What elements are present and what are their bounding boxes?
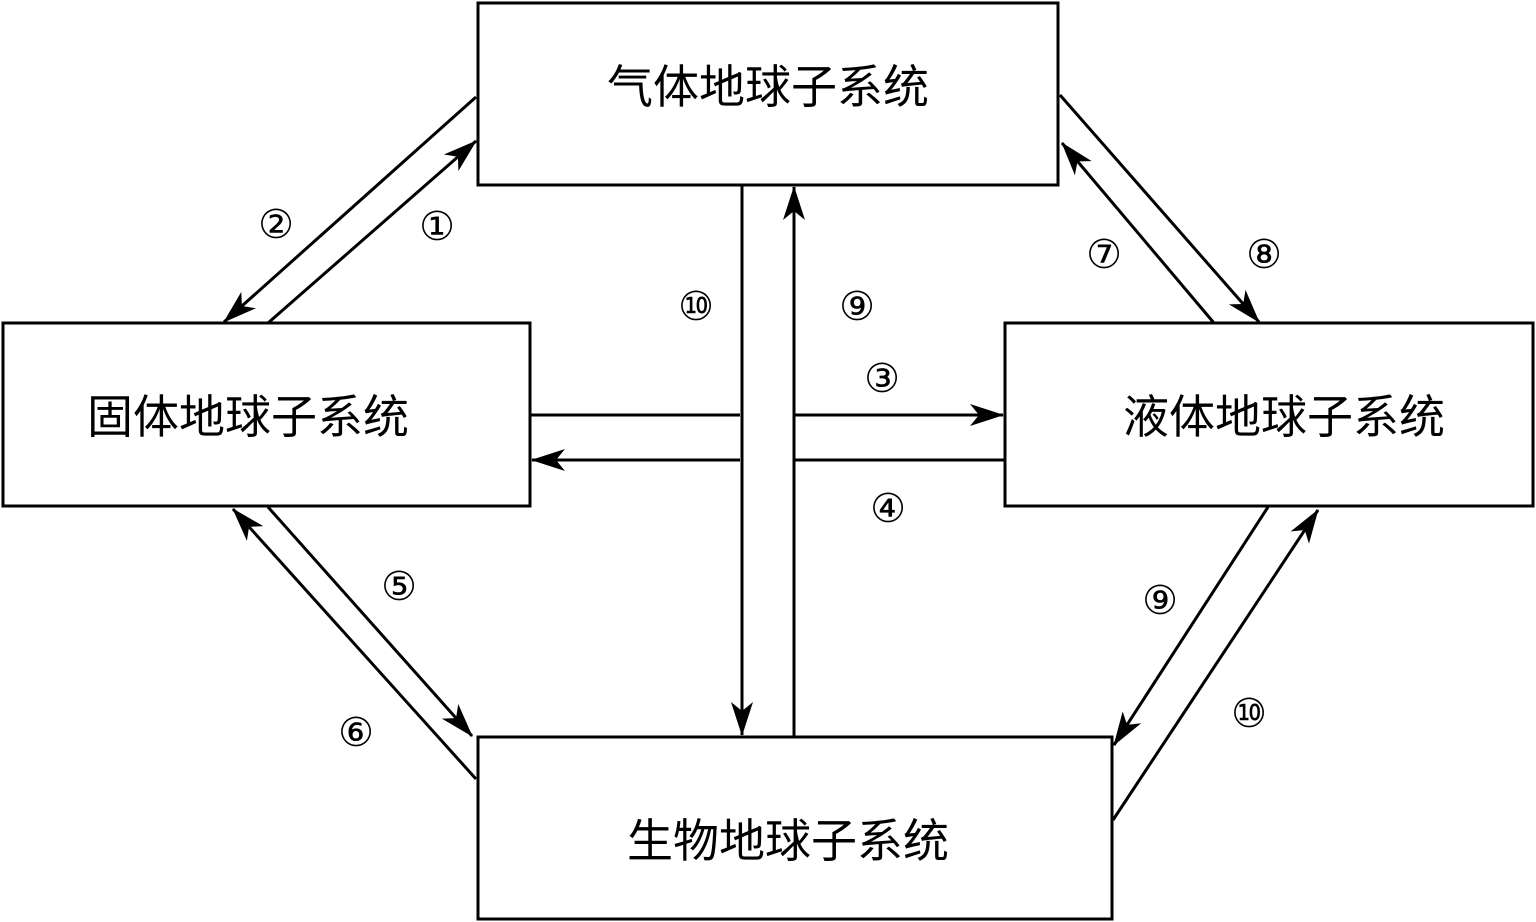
label-10-vertical: ⑩: [678, 284, 714, 330]
node-gas: 气体地球子系统: [476, 1, 1060, 187]
arrow-6-bio-to-solid: [231, 507, 478, 781]
label-3: ③: [864, 356, 900, 402]
label-6: ⑥: [338, 710, 374, 756]
gas-subsystem-label: 气体地球子系统: [607, 60, 929, 114]
node-bio: 生物地球子系统: [476, 735, 1114, 921]
arrow-1-solid-to-gas: [267, 139, 477, 325]
node-liquid: 液体地球子系统: [1003, 321, 1535, 508]
solid-subsystem-label: 固体地球子系统: [87, 390, 409, 444]
node-solid: 固体地球子系统: [1, 321, 532, 508]
arrow-8-gas-to-liquid: [1058, 94, 1261, 323]
arrow-2-gas-to-solid: [223, 95, 477, 324]
label-1: ①: [419, 204, 455, 250]
label-5: ⑤: [381, 564, 417, 610]
label-7: ⑦: [1086, 232, 1122, 278]
gas-subsystem-box: [476, 1, 1060, 187]
liquid-subsystem-label: 液体地球子系统: [1123, 390, 1445, 444]
arrow-9-liquid-to-bio: [1112, 506, 1270, 746]
arrow-5-solid-to-bio: [266, 506, 474, 737]
label-10-right: ⑩: [1231, 691, 1267, 737]
arrow-7-liquid-to-gas: [1060, 142, 1216, 324]
arrow-10-bio-to-liquid: [1111, 509, 1320, 821]
bio-subsystem-label: 生物地球子系统: [627, 814, 949, 868]
label-8: ⑧: [1246, 232, 1282, 278]
solid-subsystem-box: [1, 321, 532, 508]
label-2: ②: [258, 202, 294, 248]
label-4: ④: [870, 486, 906, 532]
label-9-vertical: ⑨: [839, 284, 875, 330]
bio-subsystem-box: [476, 735, 1114, 921]
liquid-subsystem-box: [1003, 321, 1535, 508]
label-9-right: ⑨: [1142, 578, 1178, 624]
